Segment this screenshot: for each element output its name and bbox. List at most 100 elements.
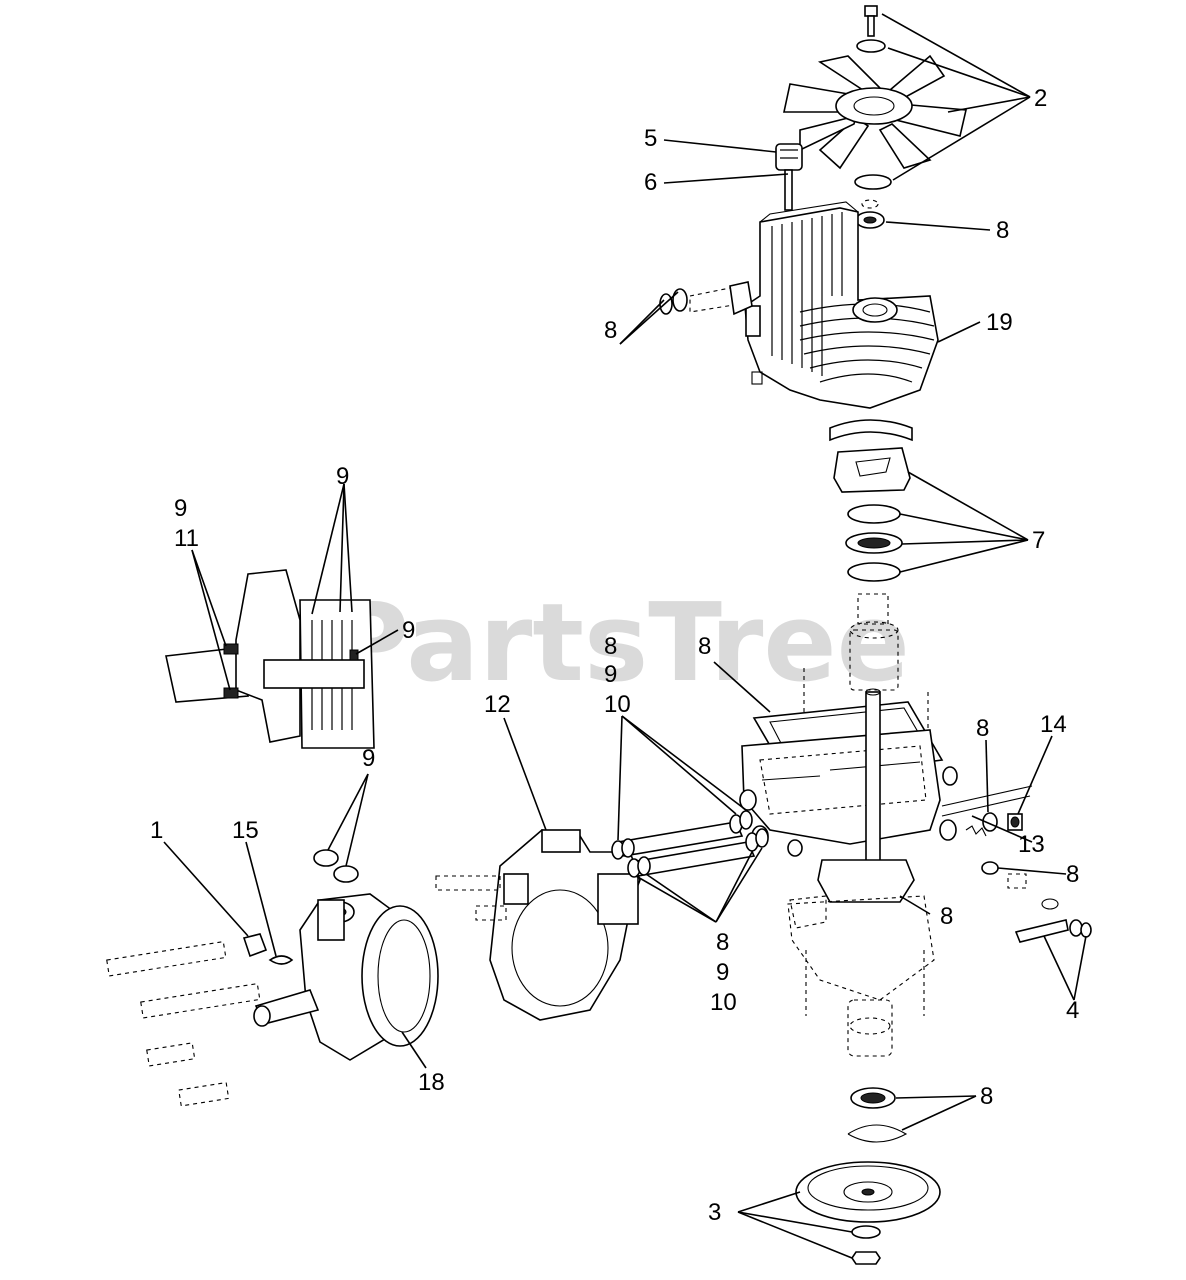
callout-19: 19	[986, 309, 1013, 336]
leader-15	[245, 841, 277, 957]
leader-2	[881, 13, 1031, 98]
motor-plug	[333, 865, 359, 883]
right-oring	[981, 861, 999, 875]
swashplate-stack	[829, 419, 913, 582]
motor-plugs	[313, 849, 359, 883]
charge-pump	[789, 895, 827, 929]
leader-2	[892, 96, 1031, 181]
transfer-tubes	[611, 810, 769, 878]
cutaway-seal	[223, 643, 239, 655]
cutaway-seal	[223, 687, 239, 699]
callout-8-seal: 8	[980, 1083, 993, 1110]
leader-7	[901, 539, 1029, 545]
callout-9-left: 9	[174, 495, 187, 522]
fan-hub	[835, 87, 913, 125]
port-plug	[939, 819, 957, 841]
callout-9-lower: 9	[716, 959, 729, 986]
control-lever-arm	[1014, 919, 1069, 943]
shaft-arm	[729, 281, 753, 316]
motor-valve-housing	[317, 899, 345, 941]
fan-bolt-head	[864, 5, 878, 17]
cylinder-block-top	[849, 621, 899, 639]
callout-8-stack-a: 8	[604, 633, 617, 660]
swashplate-recess	[855, 457, 891, 477]
leader-8-right	[997, 867, 1067, 875]
cutaway-shaft	[263, 659, 365, 689]
cylinder-springs	[857, 593, 889, 625]
woodruff-key	[268, 955, 294, 965]
control-lever-nut	[1069, 919, 1083, 937]
tube-oring	[621, 838, 635, 858]
leader-11	[191, 549, 231, 691]
callout-5: 5	[644, 125, 657, 152]
shaft-body	[689, 285, 741, 313]
callout-15: 15	[232, 817, 259, 844]
motor-bolt	[106, 941, 227, 977]
breather-tube	[784, 169, 793, 211]
housing-dome-fin	[809, 359, 923, 369]
leader-9-plugs	[327, 773, 369, 851]
leader-4	[1073, 935, 1087, 1001]
pump-block	[435, 829, 641, 1021]
pulley-assembly	[795, 1161, 941, 1265]
leader-lines	[163, 13, 1087, 1259]
motor-plug	[313, 849, 339, 867]
pump-block-bolt	[435, 875, 501, 891]
leader-7	[899, 539, 1029, 573]
tube-oring	[739, 810, 753, 830]
callout-8-bottom-gasket: 8	[940, 903, 953, 930]
callout-14: 14	[1040, 711, 1067, 738]
leader-6	[663, 173, 789, 184]
wheel-motor	[253, 893, 439, 1061]
cutaway-plug	[349, 649, 359, 661]
leader-8-left	[619, 291, 679, 345]
leader-4	[1043, 935, 1075, 1001]
input-seal	[847, 1087, 908, 1143]
leader-8-bottom-gasket	[899, 895, 931, 915]
cutaway-hub	[235, 569, 301, 743]
center-section-rib	[761, 775, 821, 781]
leader-8-seal	[901, 1095, 977, 1131]
tube-oring	[637, 856, 651, 876]
callout-1: 1	[150, 817, 163, 844]
pump-shaft	[865, 691, 881, 873]
callout-8-left: 8	[604, 317, 617, 344]
port-plug	[787, 839, 803, 857]
callout-8-right: 8	[1066, 861, 1079, 888]
lower-pump-assembly	[787, 859, 935, 1057]
pump-block-port	[597, 873, 639, 925]
pulley-nut	[851, 1251, 881, 1265]
callout-8-gasket: 8	[698, 633, 711, 660]
housing-shaft-bore	[862, 303, 888, 317]
motor-bolts	[106, 941, 261, 1107]
leader-7	[907, 471, 1029, 541]
housing-dome-fin	[803, 345, 931, 355]
fan-washer	[856, 39, 886, 53]
callout-8-lower: 8	[716, 929, 729, 956]
leader-9-plugs	[345, 773, 369, 867]
leader-12	[503, 717, 547, 831]
leader-8-seal	[895, 1095, 977, 1099]
check-valve-oring	[982, 812, 998, 832]
callout-6: 6	[644, 169, 657, 196]
callout-9-stack-a: 9	[604, 661, 617, 688]
leader-8-lower	[715, 847, 763, 923]
leader-3	[737, 1211, 853, 1233]
pump-block-ear	[503, 873, 529, 905]
callout-8-fan: 8	[996, 217, 1009, 244]
leader-11	[191, 549, 227, 647]
leader-5	[663, 139, 777, 153]
pump-block-bore	[511, 889, 609, 1007]
housing-shaft-gear	[852, 297, 898, 323]
right-fitting	[1007, 873, 1027, 889]
shaft-retaining-ring	[659, 293, 673, 315]
motor-bolt	[146, 1042, 196, 1067]
check-valve	[941, 785, 1033, 837]
callout-10-stack-a: 10	[604, 691, 631, 718]
pulley-groove	[807, 1165, 929, 1211]
callout-9-top: 9	[336, 463, 349, 490]
callout-10-lower: 10	[710, 989, 737, 1016]
trunnion-half-bearing	[829, 419, 913, 442]
callout-9-plugs: 9	[362, 745, 375, 772]
callout-2: 2	[1034, 85, 1047, 112]
